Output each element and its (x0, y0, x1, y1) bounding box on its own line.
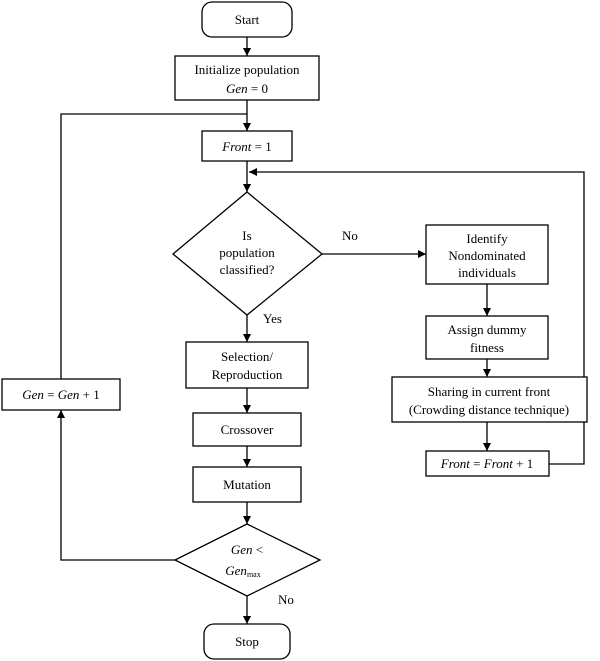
initialize-label: Initialize population (194, 62, 300, 77)
dummy-line2: fitness (470, 340, 504, 355)
arrow-decision2-to-gen-inc (57, 410, 175, 561)
identify-line3: individuals (458, 265, 516, 280)
decision1-line1: Is (242, 228, 251, 243)
front-init-label: Front = 1 (221, 139, 271, 154)
mutation-label: Mutation (223, 477, 271, 492)
gen-increment-node: Gen = Gen + 1 (1, 378, 121, 411)
decision2-line1: Gen < (231, 542, 263, 557)
assign-dummy-fitness-node: Assign dummy fitness (425, 315, 549, 360)
decision1-line2: population (219, 245, 275, 260)
stop-node: Stop (203, 623, 291, 660)
decision2-line2: Genmax (225, 563, 260, 579)
arrow-gen-inc-to-front (60, 113, 247, 379)
crossover-node: Crossover (192, 412, 302, 447)
start-label: Start (235, 12, 260, 27)
edge-label-yes: Yes (263, 311, 282, 326)
decision1-line3: classified? (220, 262, 275, 277)
crossover-label: Crossover (221, 422, 274, 437)
identify-line1: Identify (466, 231, 508, 246)
identify-line2: Nondominated (448, 248, 526, 263)
population-classified-decision: Is population classified? (171, 191, 324, 316)
mutation-node: Mutation (192, 466, 302, 503)
gen-increment-label: Gen = Gen + 1 (22, 387, 100, 402)
edge-label-no-2: No (278, 592, 294, 607)
front-increment-node: Front = Front + 1 (425, 450, 550, 477)
start-node: Start (201, 1, 293, 38)
connectors (57, 37, 585, 624)
arrow-front-inc-loop-back (249, 168, 585, 465)
selection-line1: Selection/ (221, 349, 273, 364)
gen-max-decision: Gen < Genmax (173, 523, 322, 597)
edge-label-no-1: No (342, 228, 358, 243)
sharing-line1: Sharing in current front (428, 384, 551, 399)
initialize-population-node: Initialize population Gen = 0 (174, 55, 320, 101)
sharing-node: Sharing in current front (Crowding dista… (391, 376, 588, 423)
sharing-line2: (Crowding distance technique) (409, 402, 569, 417)
initialize-gen-label: Gen = 0 (226, 81, 268, 96)
dummy-line1: Assign dummy (447, 322, 527, 337)
selection-line2: Reproduction (212, 367, 283, 382)
stop-label: Stop (235, 634, 259, 649)
selection-reproduction-node: Selection/ Reproduction (185, 341, 309, 389)
identify-nondominated-node: Identify Nondominated individuals (425, 224, 549, 285)
front-init-node: Front = 1 (201, 130, 293, 162)
front-increment-label: Front = Front + 1 (440, 456, 533, 471)
